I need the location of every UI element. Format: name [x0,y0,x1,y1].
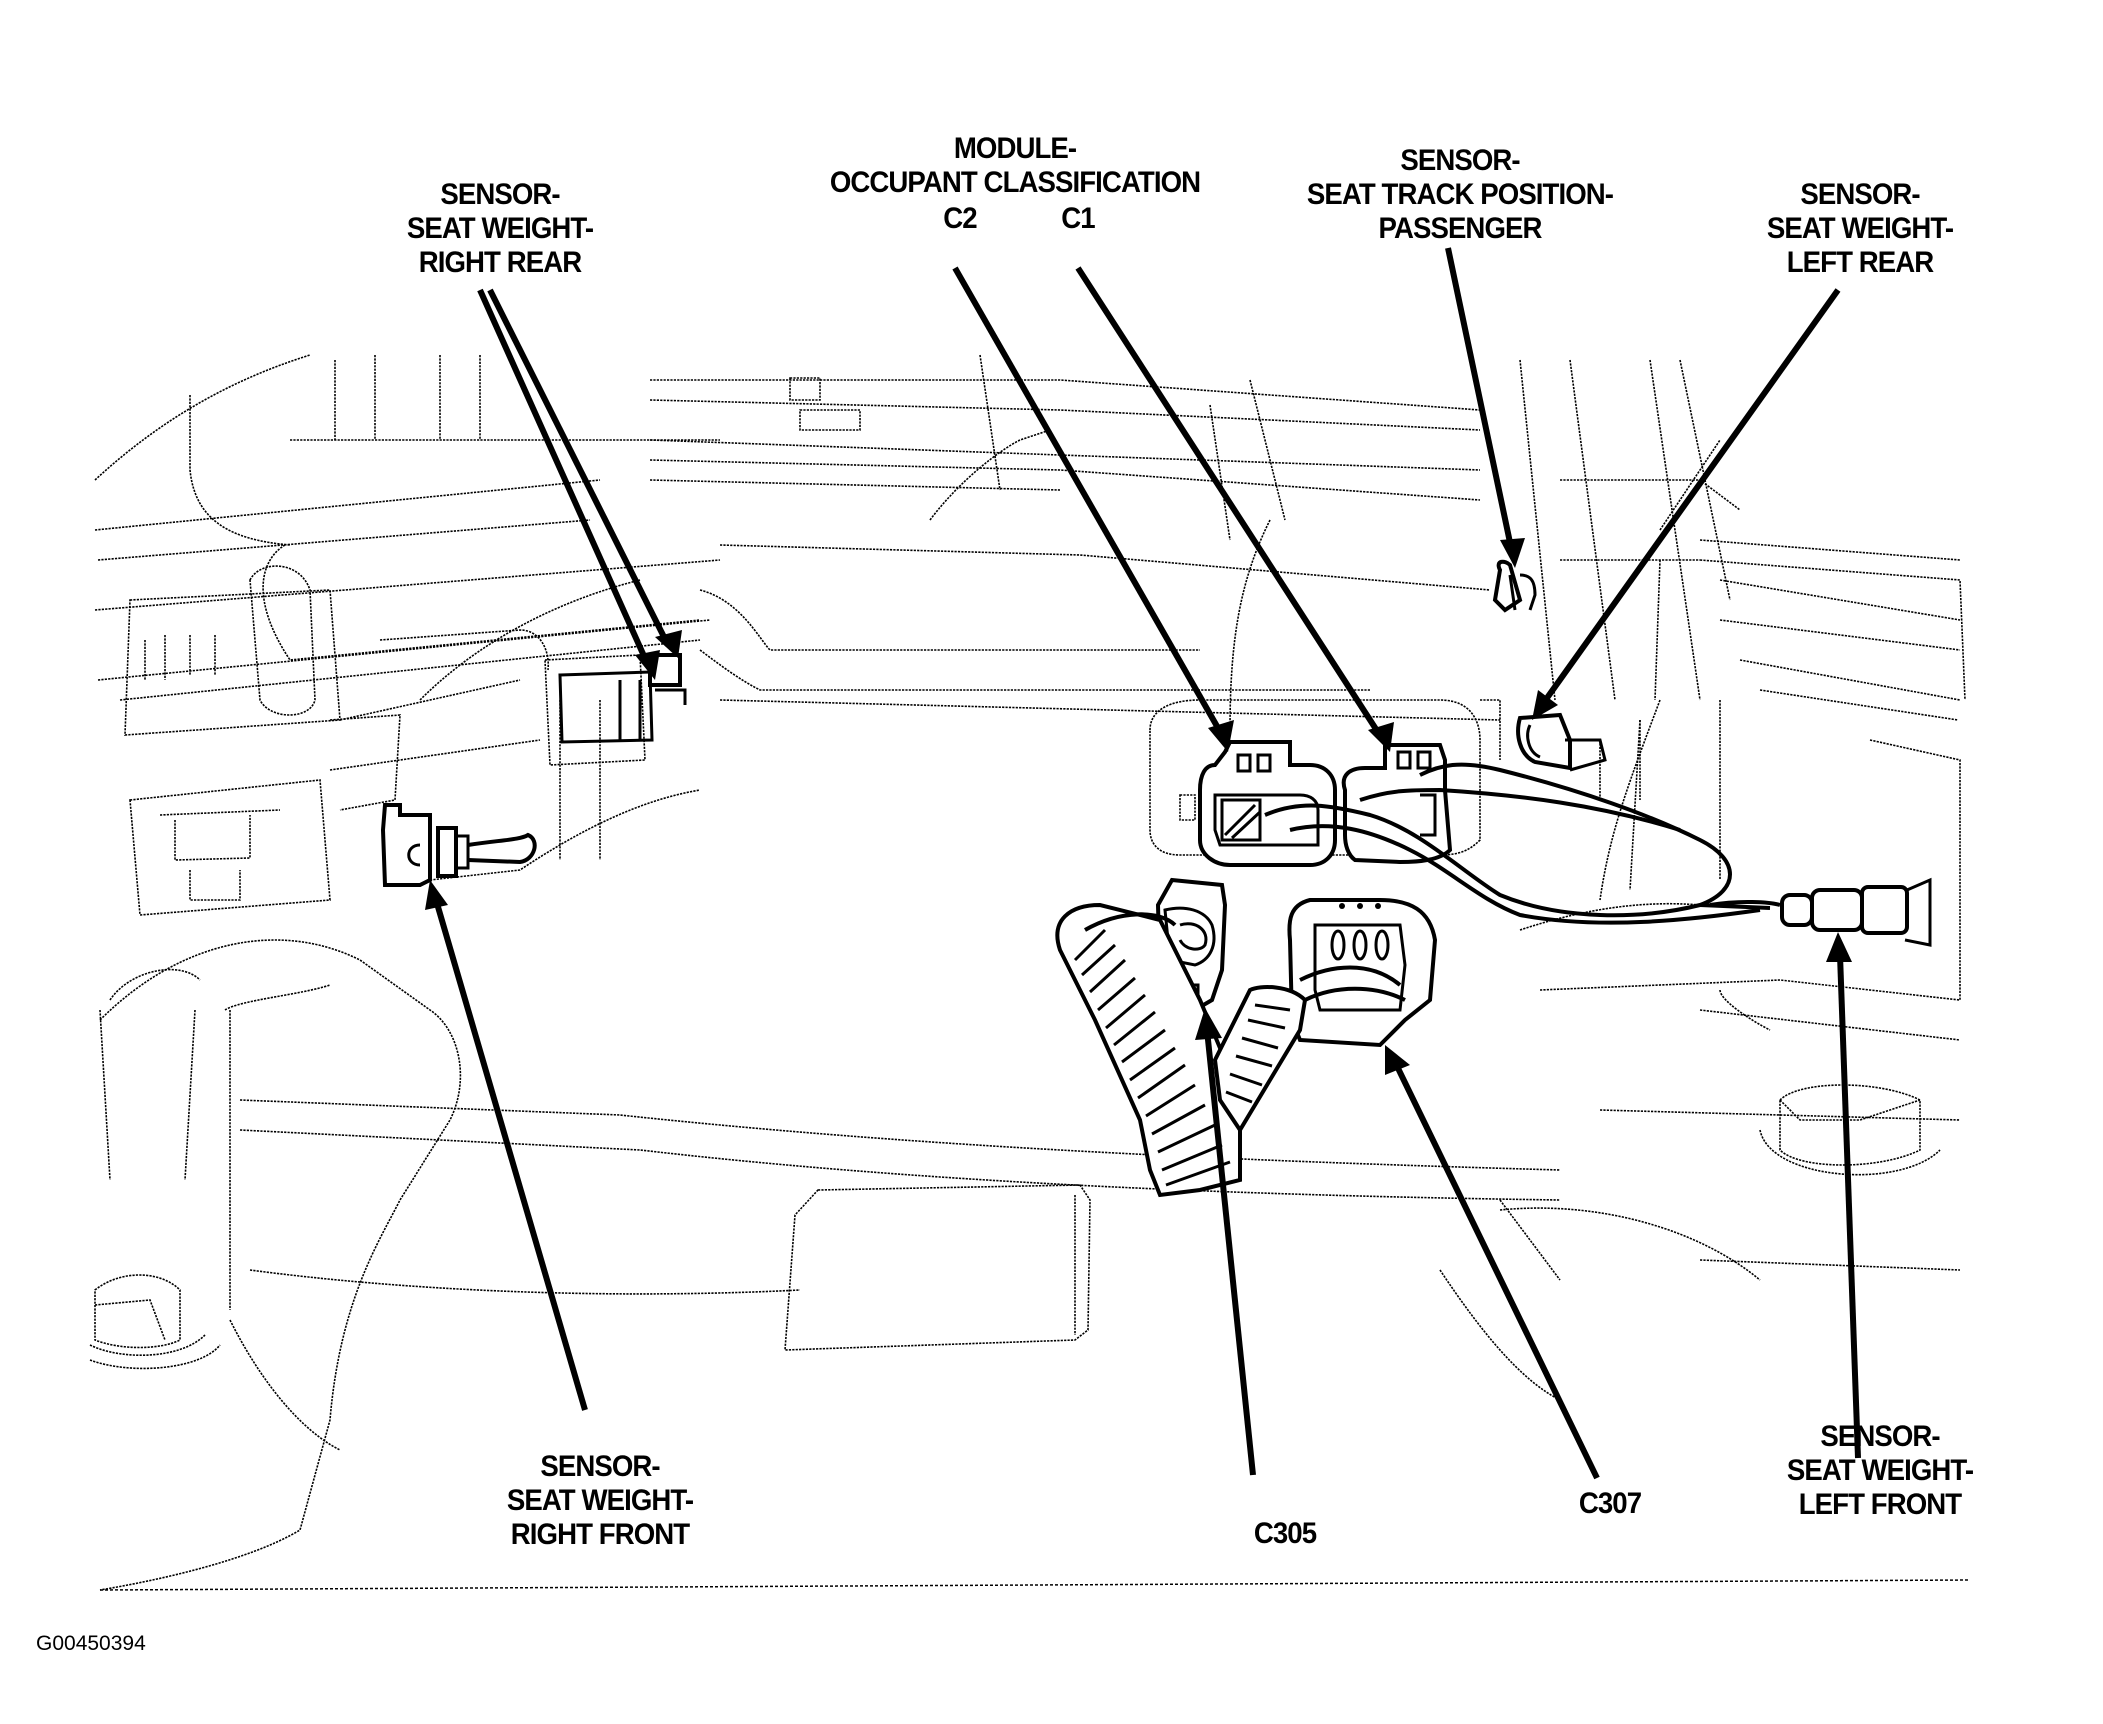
label-line: SEAT WEIGHT- [1766,212,1954,245]
arrow-right-front [433,899,588,1411]
label-occupant-classification-module: MODULE- OCCUPANT CLASSIFICATION [808,132,1222,200]
arrowhead-right-rear-a [635,650,660,680]
connector-c2[interactable] [1198,740,1337,867]
arrowhead-right-front [425,880,448,910]
arrowhead-left-front [1826,932,1852,962]
label-connector-c307: C307 [1578,1487,1642,1520]
label-seat-weight-left-front: SENSOR- SEAT WEIGHT- LEFT FRONT [1774,1420,1986,1522]
arrowhead-left-rear [1532,690,1558,720]
arrow-track-position [1445,247,1515,553]
label-connector-c2: C2 [943,202,977,235]
label-line: OCCUPANT CLASSIFICATION [829,166,1201,199]
label-line: SENSOR- [540,1450,660,1483]
arrowhead-c307 [1385,1045,1410,1075]
label-line: SEAT TRACK POSITION- [1306,178,1614,211]
occupant-classification-module[interactable] [1198,740,1771,925]
seat-weight-sensor-right-rear[interactable] [544,653,687,766]
label-line: SEAT WEIGHT- [406,212,594,245]
label-connector-c305: C305 [1253,1517,1317,1550]
seat-weight-sensor-left-front[interactable] [1709,877,1932,947]
label-line: RIGHT FRONT [510,1518,690,1551]
arrowhead-c1 [1368,722,1394,752]
arrow-c2 [952,266,1225,737]
label-seat-weight-left-rear: SENSOR- SEAT WEIGHT- LEFT REAR [1754,178,1966,280]
label-line: PASSENGER [1378,212,1543,245]
label-line: RIGHT REAR [418,246,582,279]
label-line: LEFT FRONT [1798,1488,1962,1521]
frame-baseline [99,1579,1971,1591]
label-line: SENSOR- [1800,178,1920,211]
arrow-c305 [1204,1029,1256,1476]
arrow-right-rear-b [487,288,671,647]
connector-c307[interactable] [1287,898,1438,1048]
arrow-c307 [1392,1060,1600,1480]
label-seat-track-position-passenger: SENSOR- SEAT TRACK POSITION- PASSENGER [1281,144,1640,246]
label-line: SENSOR- [440,178,560,211]
label-seat-weight-right-rear: SENSOR- SEAT WEIGHT- RIGHT REAR [385,178,615,280]
arrow-right-rear-a [477,288,651,667]
arrow-c1 [1075,266,1386,742]
seat-frame-background [89,354,1966,1591]
figure-id: G00450394 [36,1632,146,1655]
seat-weight-sensor-right-front[interactable] [380,803,537,887]
leader-arrows [425,247,1861,1480]
label-seat-weight-right-front: SENSOR- SEAT WEIGHT- RIGHT FRONT [485,1450,715,1552]
label-line: LEFT REAR [1786,246,1935,279]
arrowhead-right-rear-b [655,630,682,658]
label-line: MODULE- [953,132,1077,165]
label-line: SEAT WEIGHT- [506,1484,694,1517]
arrow-left-rear [1539,288,1841,707]
wire-harness-convoluted [1055,902,1308,1198]
seat-track-position-sensor-passenger[interactable] [1492,559,1537,613]
label-line: SEAT WEIGHT- [1786,1454,1974,1487]
arrowhead-c2 [1208,720,1234,752]
arrow-left-front [1837,954,1861,1459]
label-connector-c1: C1 [1061,202,1095,235]
arrowhead-c305 [1195,1008,1222,1040]
label-line: SENSOR- [1820,1420,1940,1453]
seat-weight-sensor-left-rear[interactable] [1516,712,1607,772]
label-line: SENSOR- [1400,144,1520,177]
arrowhead-track-position [1500,538,1525,568]
